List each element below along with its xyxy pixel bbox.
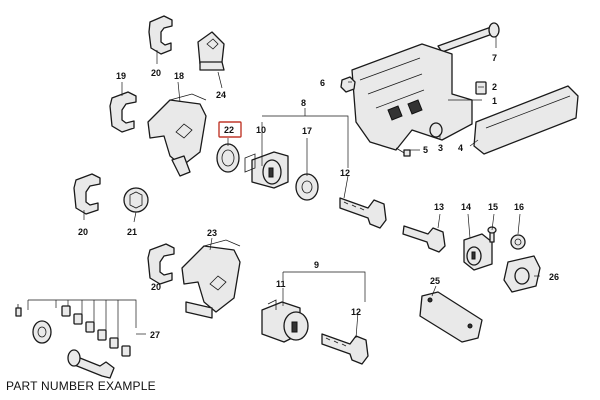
label-part-19: 19 xyxy=(116,71,126,81)
part-11-lock-cylinder xyxy=(261,299,309,343)
label-part-16: 16 xyxy=(514,202,524,212)
part-19-clip xyxy=(109,91,137,133)
part-7-rod xyxy=(437,22,500,53)
label-part-1: 1 xyxy=(492,96,497,106)
label-part-14: 14 xyxy=(461,202,471,212)
part-14-lock-barrel xyxy=(463,233,493,271)
label-part-22-highlighted: 22 xyxy=(224,125,234,135)
label-part-10: 10 xyxy=(256,125,266,135)
label-part-17: 17 xyxy=(302,126,312,136)
label-part-26: 26 xyxy=(549,272,559,282)
label-part-15: 15 xyxy=(488,202,498,212)
label-part-20-top: 20 xyxy=(151,68,161,78)
part-18-lock-housing xyxy=(147,93,207,177)
label-part-3: 3 xyxy=(438,143,443,153)
label-part-24: 24 xyxy=(216,90,226,100)
part-13-key xyxy=(402,225,446,253)
part-20-top-clip xyxy=(148,15,173,55)
part-16-cap xyxy=(510,234,526,250)
part-2-clip xyxy=(475,81,487,95)
label-part-8: 8 xyxy=(301,98,306,108)
part-6-nut xyxy=(340,76,356,93)
leader-lines xyxy=(27,36,540,339)
part-number-example-caption: PART NUMBER EXAMPLE xyxy=(6,379,156,393)
part-20-middle-clip xyxy=(73,173,101,215)
label-part-4: 4 xyxy=(458,143,463,153)
label-part-18: 18 xyxy=(174,71,184,81)
label-part-23: 23 xyxy=(207,228,217,238)
label-part-6: 6 xyxy=(320,78,325,88)
label-part-25: 25 xyxy=(430,276,440,286)
part-26-lock-cover xyxy=(503,255,541,293)
part-25-plate xyxy=(419,291,483,343)
label-part-5: 5 xyxy=(423,145,428,155)
label-part-9: 9 xyxy=(314,260,319,270)
label-part-20-lower: 20 xyxy=(151,282,161,292)
part-23-lock-housing xyxy=(181,239,241,319)
label-part-20-middle: 20 xyxy=(78,227,88,237)
part-27-tumbler-kit xyxy=(15,304,131,379)
label-part-7: 7 xyxy=(492,53,497,63)
part-20-lower-clip xyxy=(147,243,175,285)
part-22-gear-washer xyxy=(216,143,240,173)
label-part-27: 27 xyxy=(150,330,160,340)
label-part-13: 13 xyxy=(434,202,444,212)
part-1-handle-carrier xyxy=(351,43,473,151)
part-4-outer-handle xyxy=(473,85,579,155)
part-17-ring-seal xyxy=(295,173,319,201)
label-part-12-upper: 12 xyxy=(340,168,350,178)
highlight-box-22 xyxy=(218,121,242,138)
part-10-lock-cylinder xyxy=(244,151,289,189)
label-part-12-lower: 12 xyxy=(351,307,361,317)
part-12-key-bottom xyxy=(321,333,369,365)
part-24-bracket xyxy=(197,31,225,71)
part-5-screw xyxy=(395,147,411,157)
label-part-11: 11 xyxy=(276,279,286,289)
label-part-21: 21 xyxy=(127,227,137,237)
label-part-2: 2 xyxy=(492,82,497,92)
part-21-star-washer xyxy=(123,187,149,213)
part-labels: 1 2 3 4 5 6 7 8 9 10 11 12 12 13 14 15 1… xyxy=(78,53,559,340)
part-12-key-top xyxy=(339,197,387,229)
part-3-bushing xyxy=(429,122,443,138)
